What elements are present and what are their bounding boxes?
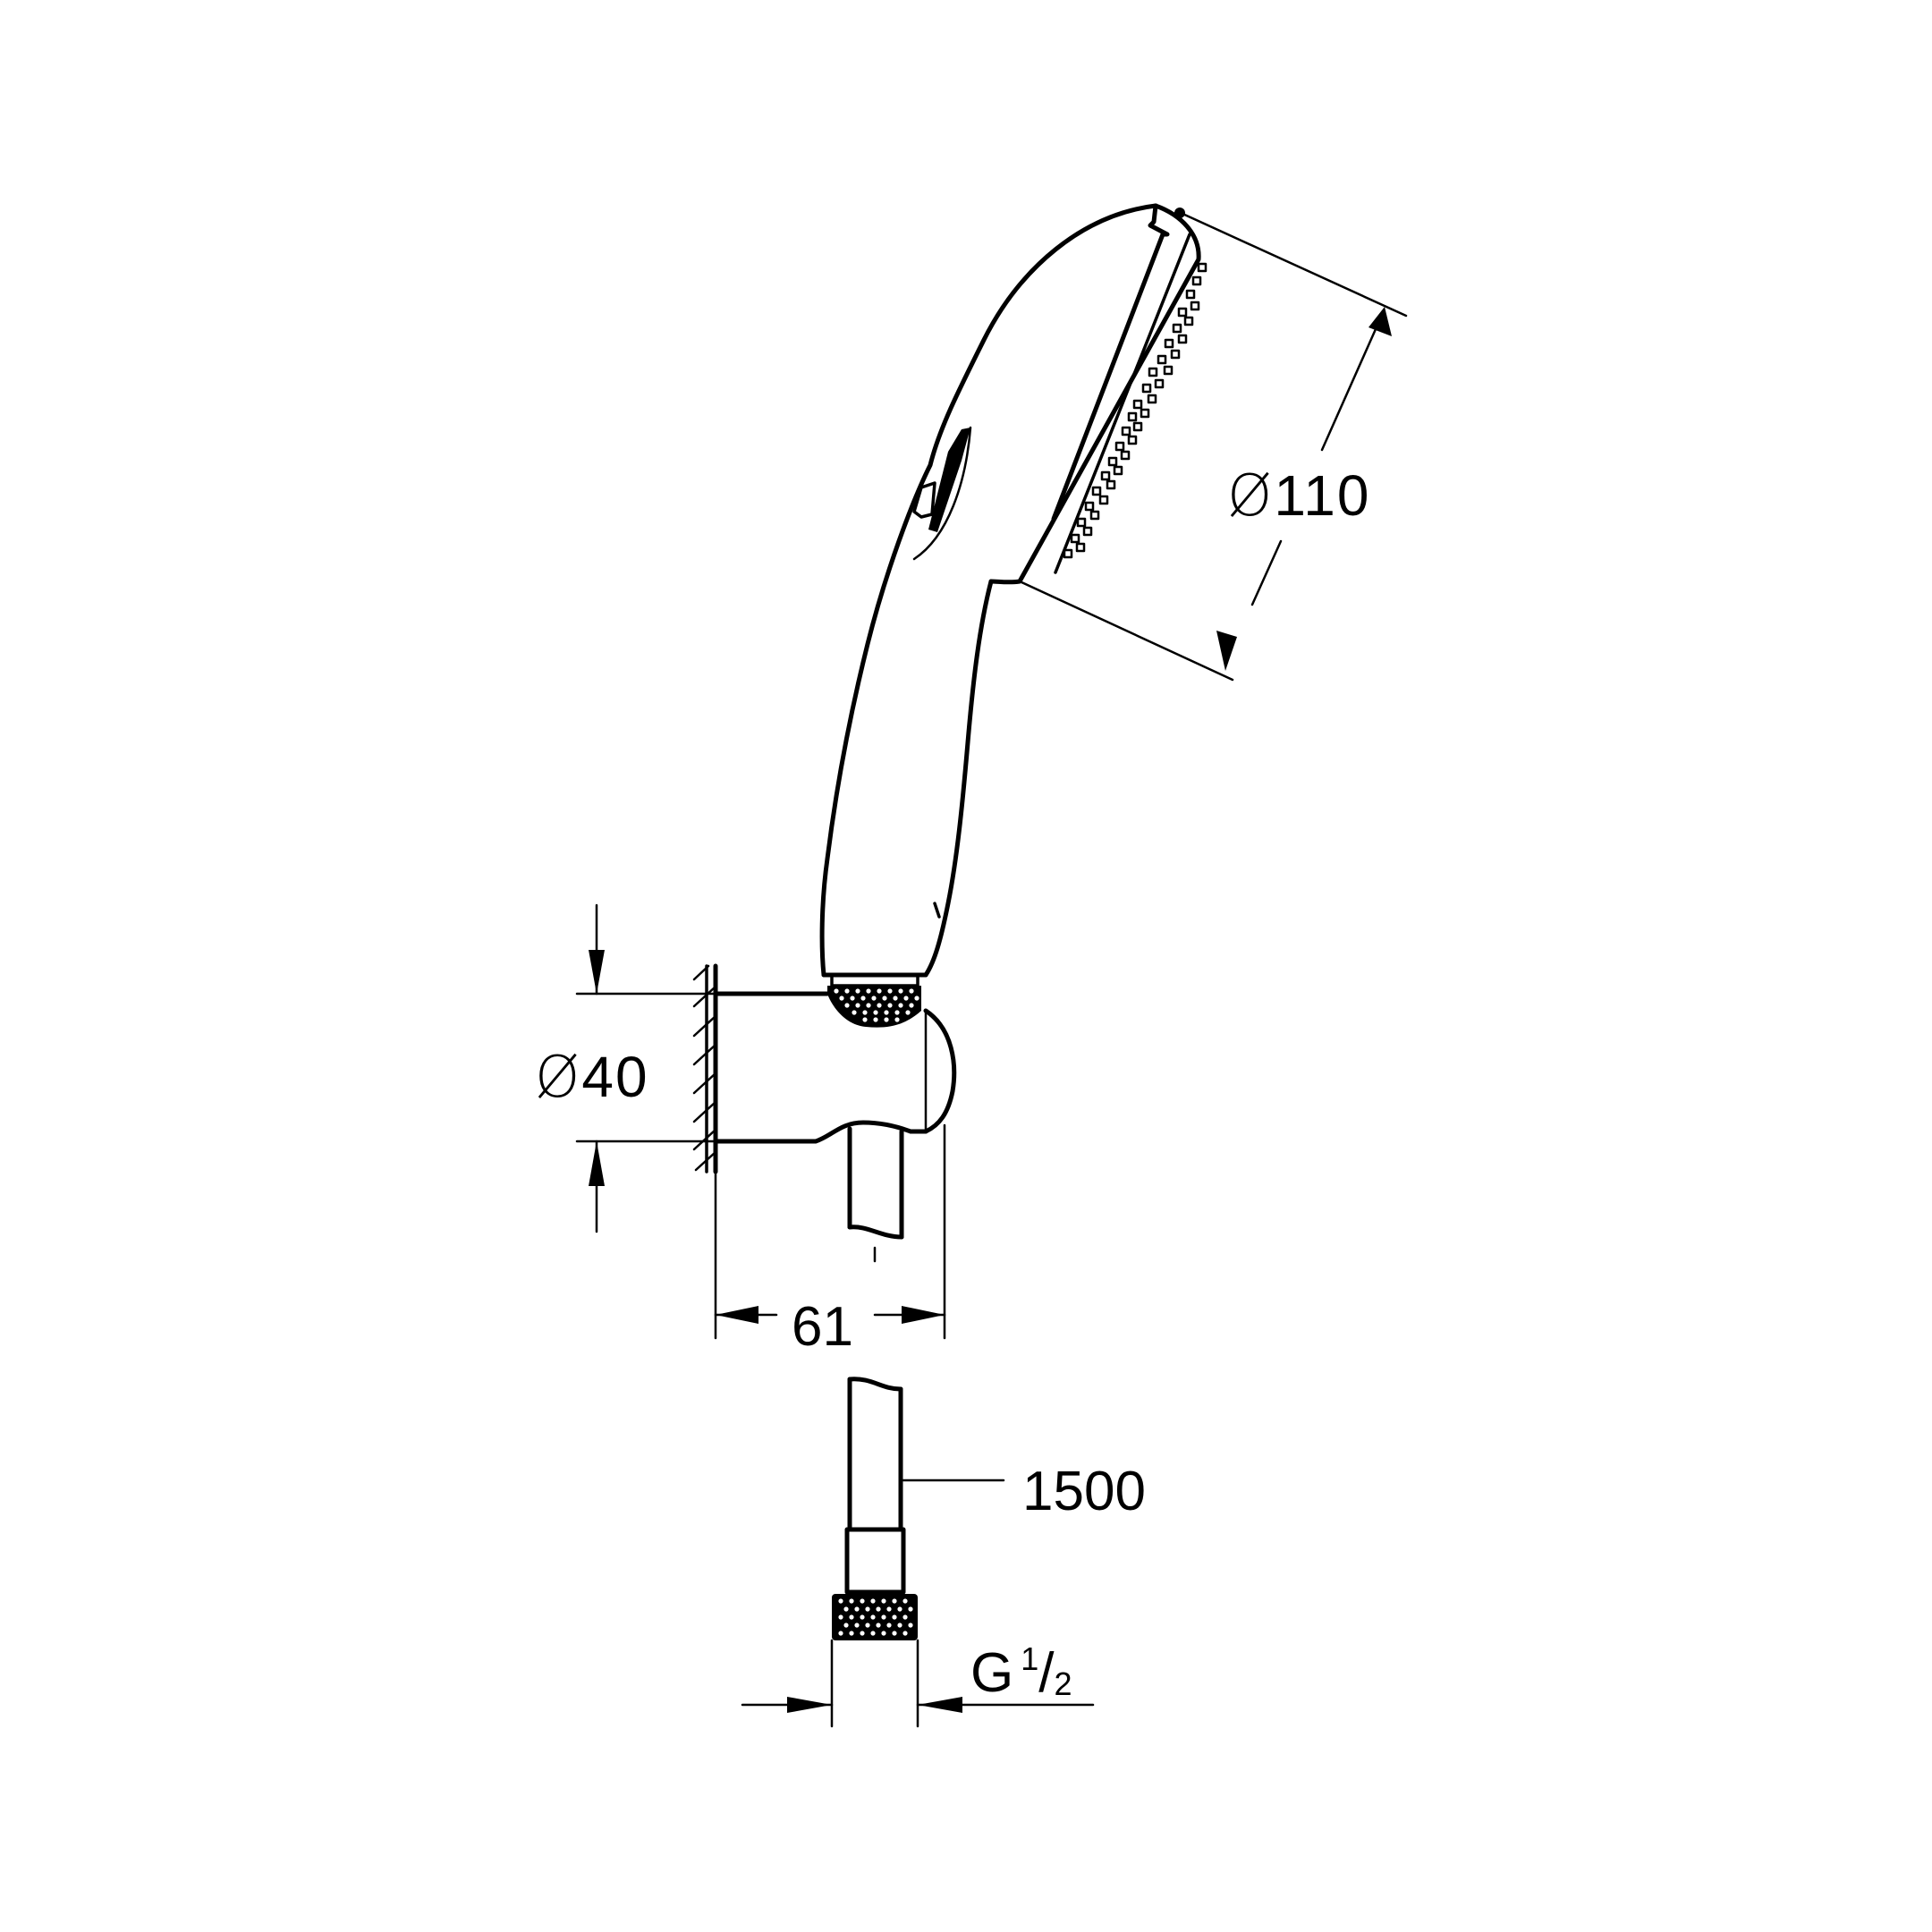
wall-holder [692,963,957,1263]
shower-head-diameter-label: Ø110 [1227,467,1370,525]
thread-prefix: G [970,1642,1014,1704]
hose-end [832,1377,918,1640]
dimension-110 [1018,211,1408,682]
thread-denominator: 2 [1054,1665,1072,1702]
hose-length-label: 1500 [1022,1461,1146,1522]
dimension-61 [714,1123,946,1340]
dimension-value: 40 [581,1045,649,1109]
thread-slash: / [1038,1642,1055,1704]
dimension-g-half [741,1639,1095,1728]
diameter-symbol: Ø [1227,463,1275,530]
holder-diameter-label: Ø40 [535,1048,649,1106]
spray-nozzles [1063,262,1208,559]
thread-numerator: 1 [1021,1640,1039,1677]
dimension-value: 110 [1274,463,1371,528]
hand-shower [819,203,1201,987]
holder-projection-label: 61 [792,1296,853,1358]
diameter-symbol: Ø [535,1045,582,1111]
dimension-40 [575,903,717,1233]
